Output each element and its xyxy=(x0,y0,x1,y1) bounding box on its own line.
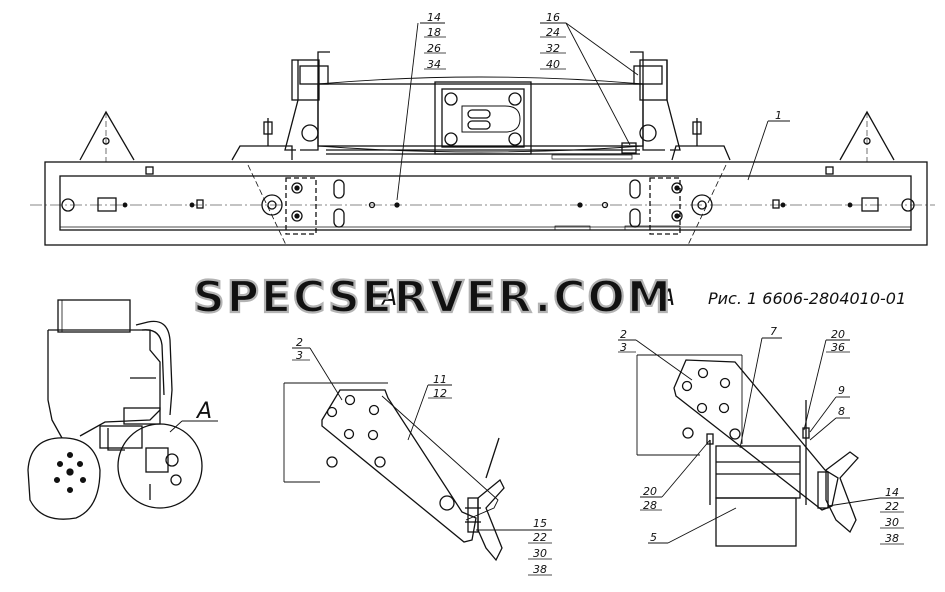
tow-coupling xyxy=(284,51,681,155)
callout-number: 22 xyxy=(885,500,899,513)
view-a-bracket xyxy=(283,382,505,562)
view-a-assembly xyxy=(636,354,859,547)
callout-15-stack: 15 22 30 38 xyxy=(533,517,547,576)
callout-5: 5 xyxy=(650,531,657,544)
callout-number: 20 xyxy=(831,328,845,341)
callout-2-3-right: 2 3 xyxy=(620,328,627,354)
callout-9: 9 xyxy=(838,384,845,397)
callout-rules xyxy=(292,36,904,576)
side-view-label-a: A xyxy=(195,399,212,424)
leader-lines xyxy=(169,22,904,544)
callout-number: 22 xyxy=(533,531,547,544)
callout-number: 30 xyxy=(885,516,899,529)
callout-number: 3 xyxy=(620,341,627,354)
callout-number: 2 xyxy=(620,328,627,341)
callout-20-36: 20 36 xyxy=(831,328,845,354)
callout-14-right-stack: 14 22 30 38 xyxy=(885,486,899,545)
callout-number: 15 xyxy=(533,517,547,530)
callout-number: 38 xyxy=(885,532,899,545)
callout-number: 36 xyxy=(831,341,845,354)
callout-number: 14 xyxy=(885,486,899,499)
view-label-a: A xyxy=(380,286,397,311)
callout-number: 26 xyxy=(427,42,441,55)
callout-number: 11 xyxy=(433,373,447,386)
side-view xyxy=(27,299,203,520)
beam-assembly xyxy=(30,110,935,246)
callout-number: 38 xyxy=(533,563,547,576)
callout-number: 40 xyxy=(546,58,560,71)
callout-number: 32 xyxy=(546,42,560,55)
callout-7: 7 xyxy=(770,325,777,338)
callout-number: 14 xyxy=(427,11,441,24)
callout-number: 18 xyxy=(427,26,441,39)
view-label-a-right: A xyxy=(658,286,675,311)
figure-caption: Рис. 1 6606-2804010-01 xyxy=(708,289,906,308)
callout-number: 12 xyxy=(433,387,447,400)
callout-1: 1 xyxy=(775,109,782,122)
callout-number: 20 xyxy=(643,485,657,498)
callout-number: 28 xyxy=(643,499,657,512)
callout-11-12: 11 12 xyxy=(433,373,447,400)
callout-number: 16 xyxy=(546,11,560,24)
callout-14-stack: 14 18 26 34 xyxy=(427,11,441,71)
callout-2-3-left: 2 3 xyxy=(296,336,303,362)
callout-number: 34 xyxy=(427,58,441,71)
callout-16-stack: 16 24 32 40 xyxy=(546,11,560,71)
callout-number: 2 xyxy=(296,336,303,349)
callout-number: 3 xyxy=(296,349,303,362)
watermark: SPECSERVER.COM xyxy=(193,272,673,323)
callout-20-28: 20 28 xyxy=(643,485,657,512)
callout-number: 24 xyxy=(546,26,560,39)
callout-8: 8 xyxy=(838,405,845,418)
callout-number: 30 xyxy=(533,547,547,560)
